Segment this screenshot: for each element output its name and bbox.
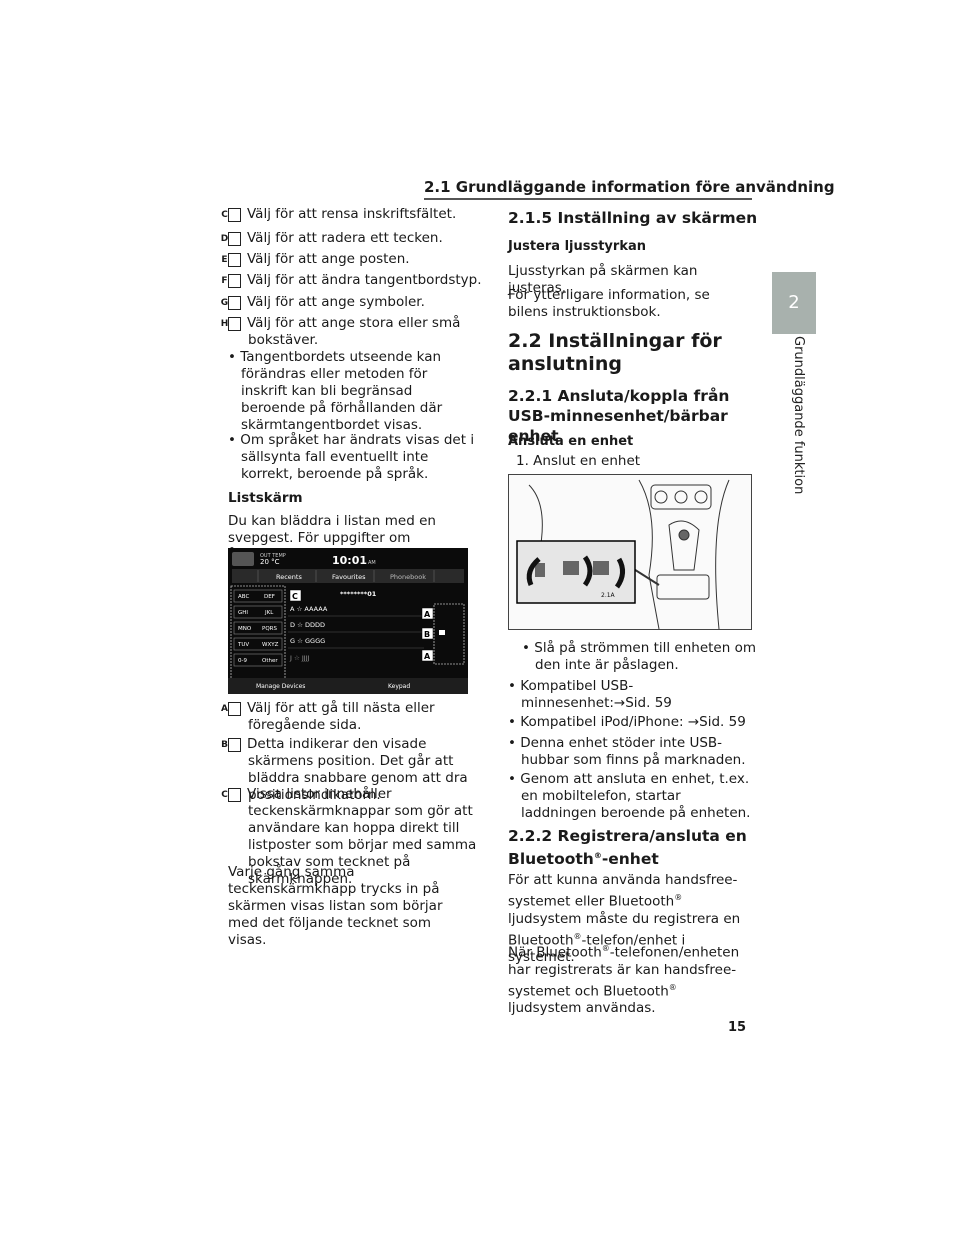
clock-ampm: AM [368,560,376,566]
phonebook-screen-svg: OUT TEMP 20 °C 10:01 AM Recents Favourit… [228,548,468,694]
svg-text:A ☆ AAAAA: A ☆ AAAAA [290,605,328,613]
svg-text:G ☆ GGGG: G ☆ GGGG [290,637,325,645]
callout-c: C [292,592,298,601]
section-title: 2.1.5 Inställning av skärmen [508,209,758,227]
usb-port-illustration: 2.1A [508,474,752,630]
callout-a: A [424,610,431,619]
phonebook-screen-figure: OUT TEMP 20 °C 10:01 AM Recents Favourit… [228,548,468,694]
key-badge: E [221,253,241,267]
tab-recents: Recents [276,573,302,581]
svg-text:0-9: 0-9 [238,658,247,664]
section-heading: Listskärm [228,490,303,506]
svg-text:GHI: GHI [238,610,248,616]
svg-text:MNO: MNO [238,626,252,632]
header-rule [424,198,752,200]
paragraph: För att kunna använda handsfree-systemet… [508,872,741,965]
key-badge: H [221,317,241,331]
bullet-item: • Om språket har ändrats visas det i säl… [228,432,475,482]
page-number: 15 [728,1020,747,1035]
svg-text:Other: Other [262,658,278,664]
section-title: 2.2.2 Registrera/ansluta en Bluetooth®-e… [508,827,747,869]
subsection-title: Ansluta en enhet [508,434,634,449]
bullet-item: • Tangentbordets utseende kan förändras … [228,349,443,433]
svg-text:DEF: DEF [264,594,275,600]
tab-favourites: Favourites [332,573,366,581]
bullet-item: • Denna enhet stöder inte USB-hubbar som… [508,735,746,768]
tab-phonebook: Phonebook [390,573,426,581]
key-badge: C [221,208,241,222]
section-title: 2.2.1 Ansluta/koppla från USB-minnesenhe… [508,387,730,445]
bullet-item: • Kompatibel USB-minnesenhet:→Sid. 59 [508,678,672,711]
paragraph: Varje gång samma teckenskärmknapp trycks… [228,864,443,948]
svg-text:WXYZ: WXYZ [262,642,279,648]
out-temp-label: OUT TEMP [260,553,286,559]
console-drawing: 2.1A [516,479,730,630]
svg-text:ABC: ABC [238,594,249,600]
step: 1. Anslut en enhet [516,453,641,469]
temp-readout: 20 °C [260,558,280,566]
key-badge: F [221,274,241,288]
subsection-title: Justera ljusstyrkan [508,239,646,254]
key-badge: C [221,788,241,802]
svg-text:PQRS: PQRS [262,626,277,632]
clock: 10:01 [332,554,367,567]
svg-text:J ☆ JJJJ: J ☆ JJJJ [289,654,310,662]
search-field: ********01 [340,590,377,598]
key-badge: G [221,296,241,310]
key-badge: B [221,738,241,752]
chapter-tab: 2 [772,272,816,334]
running-header: 2.1 Grundläggande information före använ… [424,178,835,196]
paragraph: När Bluetooth®-telefonen/enheten har reg… [508,944,740,1016]
chapter-label: Grundläggande funktion [791,336,806,495]
chapter-title: 2.2 Inställningar för anslutning [508,330,722,375]
usb-rating-label: 2.1A [601,592,616,599]
key-badge: D [221,232,241,246]
paragraph: Ljusstyrkan på skärmen kan justeras. [508,263,698,296]
keypad: Keypad [388,683,410,690]
paragraph: För ytterligare information, se bilens i… [508,287,710,320]
svg-text:TUV: TUV [237,642,249,648]
bullet-item: • Kompatibel iPod/iPhone: →Sid. 59 [508,714,746,730]
svg-text:JKL: JKL [264,610,274,616]
key-badge: A [221,702,241,716]
callout-b: B [424,630,430,639]
bullet-item: • Genom att ansluta en enhet, t.ex. en m… [508,771,751,821]
callout-a: A [424,652,431,661]
bullet-item: • Slå på strömmen till enheten om den in… [522,640,756,673]
svg-text:D ☆ DDDD: D ☆ DDDD [290,621,325,629]
manage-devices: Manage Devices [256,683,305,690]
